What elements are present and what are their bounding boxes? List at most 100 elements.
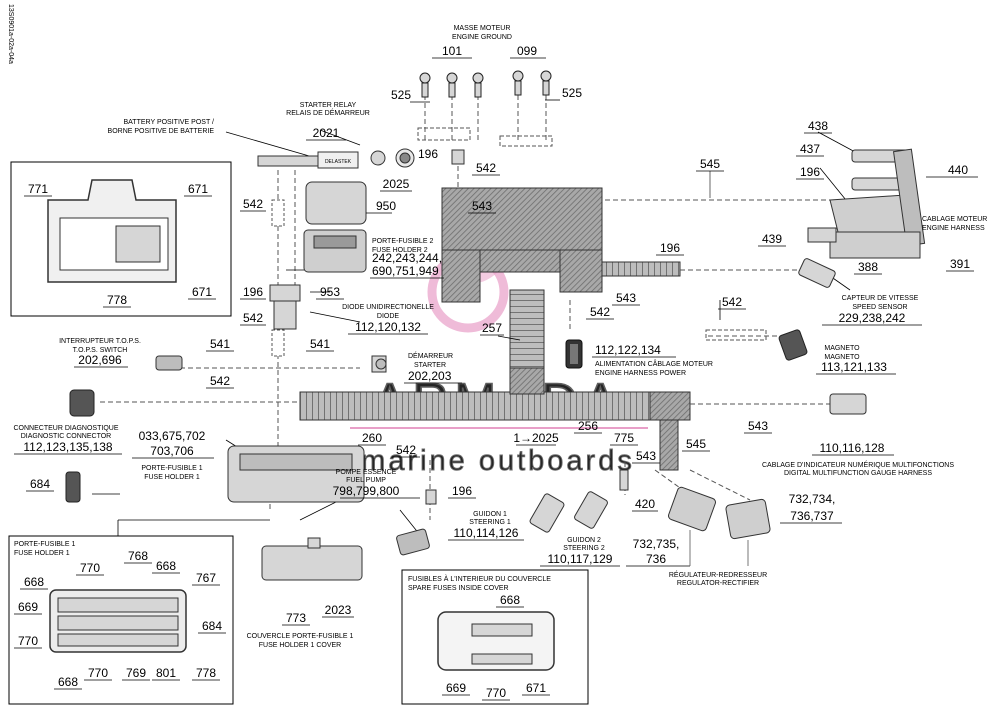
- num-543-right: 543: [616, 291, 636, 305]
- regulator-nums-b1: 732,734,: [789, 492, 836, 506]
- cover-num-773: 773: [286, 611, 306, 625]
- fuse-holder-2-caption-fr: PORTE-FUSIBLE 2: [372, 238, 433, 245]
- diode-nums: 112,120,132: [355, 320, 421, 334]
- starter-connector: [371, 355, 387, 373]
- battery-post-caption-fr: BATTERY POSITIVE POST /: [123, 119, 214, 126]
- speed-sensor: [798, 258, 836, 288]
- magneto-connector: [778, 329, 808, 361]
- num-541-b: 541: [310, 337, 330, 351]
- regulator-connector-a: [668, 486, 716, 532]
- ecm-num-388: 388: [858, 260, 878, 274]
- steering-1-caption-fr: GUIDON 1: [473, 511, 507, 518]
- spare-caption-en: SPARE FUSES INSIDE COVER: [408, 585, 509, 592]
- ecm-num-440: 440: [948, 163, 968, 177]
- steering-1-caption-en: STEERING 1: [469, 519, 511, 526]
- starter-caption-en: STARTER: [414, 362, 446, 369]
- fuse-holder-1-nums-2: 703,706: [150, 444, 194, 458]
- regulator-nums-a2: 736: [646, 552, 666, 566]
- magneto-caption-en: MAGNETO: [824, 354, 860, 361]
- steering-2-caption-fr: GUIDON 2: [567, 537, 601, 544]
- fuel-pump-caption-en: FUEL PUMP: [346, 477, 386, 484]
- tops-caption-en: T.O.P.S. SWITCH: [73, 347, 128, 354]
- gauge-harness-caption-en: DIGITAL MULTIFUNCTION GAUGE HARNESS: [784, 470, 932, 477]
- inset1-num-668-top: 668: [156, 559, 176, 573]
- num-684-left: 684: [30, 477, 50, 491]
- num-950: 950: [376, 199, 396, 213]
- fuse-holder-1-caption-fr: PORTE-FUSIBLE 1: [141, 465, 202, 472]
- ground-num-101: 101: [442, 44, 462, 58]
- num-196-left: 196: [243, 285, 263, 299]
- inset-spare-fuses: FUSIBLES À L'INTERIEUR DU COUVERCLE SPAR…: [401, 569, 589, 705]
- watermark-tagline: marine outboards: [361, 445, 635, 477]
- diag-nums: 112,123,135,138: [23, 440, 113, 454]
- inset2-num-671-bottom: 671: [192, 285, 212, 299]
- magneto-nums: 113,121,133: [821, 360, 887, 374]
- diag-caption-en: DIAGNOSTIC CONNECTOR: [21, 433, 112, 440]
- num-542-fp: 542: [396, 443, 416, 457]
- inset1-caption-en: FUSE HOLDER 1: [14, 550, 70, 557]
- num-542-top: 542: [476, 161, 496, 175]
- inset1-num-801: 801: [156, 666, 176, 680]
- regulator-nums-b2: 736,737: [790, 509, 834, 523]
- magneto-caption-fr: MAGNETO: [824, 345, 860, 352]
- spare-num-770: 770: [486, 686, 506, 700]
- inset1-num-669: 669: [18, 600, 38, 614]
- steering-2-caption-en: STEERING 2: [563, 545, 605, 552]
- starter-relay-caption-fr: RELAIS DE DÉMARREUR: [286, 108, 370, 117]
- inset1-num-768: 768: [128, 549, 148, 563]
- steering-1-connector: [529, 493, 565, 533]
- fuse-holder-1-nums-1: 033,675,702: [139, 429, 206, 443]
- harness-power-nums: 112,122,134: [595, 343, 661, 357]
- fuse-holder-1-cover: [261, 545, 363, 581]
- tops-switch-connector: [155, 355, 183, 371]
- gauge-harness-nums: 110,116,128: [820, 441, 885, 455]
- num-545-low: 545: [686, 437, 706, 451]
- spare-num-668: 668: [500, 593, 520, 607]
- ecm-num-196: 196: [800, 165, 820, 179]
- inset1-num-770-top: 770: [80, 561, 100, 575]
- ground-caption-fr: MASSE MOTEUR: [454, 25, 511, 32]
- steering-1-nums: 110,114,126: [454, 526, 519, 540]
- harness-power-connector: [565, 339, 583, 369]
- starter-relay-brand: DELASTEK: [325, 159, 352, 165]
- fuel-pump-connector: [396, 528, 430, 556]
- num-260: 260: [362, 431, 382, 445]
- inset1-num-769: 769: [126, 666, 146, 680]
- steering-2-nums: 110,117,129: [548, 552, 613, 566]
- ecm-num-437: 437: [800, 142, 820, 156]
- num-196-fp: 196: [452, 484, 472, 498]
- ring-terminal-icon: [419, 70, 552, 98]
- ecm-num-439: 439: [762, 232, 782, 246]
- inset-fuse-holder-1: PORTE-FUSIBLE 1 FUSE HOLDER 1 768 770 66…: [8, 535, 234, 705]
- gauge-harness-caption-fr: CABLAGE D'INDICATEUR NUMÉRIQUE MULTIFONC…: [762, 460, 954, 469]
- num-541-a: 541: [210, 337, 230, 351]
- speed-sensor-nums: 229,238,242: [839, 311, 906, 325]
- num-256: 256: [578, 419, 598, 433]
- relay-terminal-icon: [370, 150, 386, 166]
- starter-relay-num: 2021: [313, 126, 340, 140]
- num-542-long: 542: [210, 374, 230, 388]
- spare-caption-fr: FUSIBLES À L'INTERIEUR DU COUVERCLE: [408, 574, 551, 583]
- steering-2-connector: [574, 491, 608, 529]
- ecm-num-391: 391: [950, 257, 970, 271]
- num-543-low: 543: [636, 449, 656, 463]
- engine-harness-connectors: [807, 148, 926, 259]
- tops-caption-fr: INTERRUPTEUR T.O.P.S.: [59, 338, 141, 345]
- num-543-center: 543: [472, 199, 492, 213]
- speed-sensor-caption-en: SPEED SENSOR: [852, 304, 907, 311]
- inset1-num-770-bottom: 770: [88, 666, 108, 680]
- starter-relay: BATTERY POSITIVE POST / BORNE POSITIVE D…: [108, 102, 415, 169]
- fuse-holder-1-caption-en: FUSE HOLDER 1: [144, 474, 200, 481]
- fuel-pump-nums: 798,799,800: [333, 484, 400, 498]
- fuse-holder-2-nums-1: 242,243,244,: [372, 251, 442, 265]
- num-542-far: 542: [722, 295, 742, 309]
- inset1-caption-fr: PORTE-FUSIBLE 1: [14, 541, 75, 548]
- inset1-num-770-left: 770: [18, 634, 38, 648]
- regulator-caption-fr: RÉGULATEUR-REDRESSEUR: [669, 570, 767, 579]
- num-196-top: 196: [418, 147, 438, 161]
- ground-num-099: 099: [517, 44, 537, 58]
- starter-relay-caption-en: STARTER RELAY: [300, 102, 357, 109]
- ecm-num-438: 438: [808, 119, 828, 133]
- inset1-num-767: 767: [196, 571, 216, 585]
- main-harness: [299, 187, 691, 471]
